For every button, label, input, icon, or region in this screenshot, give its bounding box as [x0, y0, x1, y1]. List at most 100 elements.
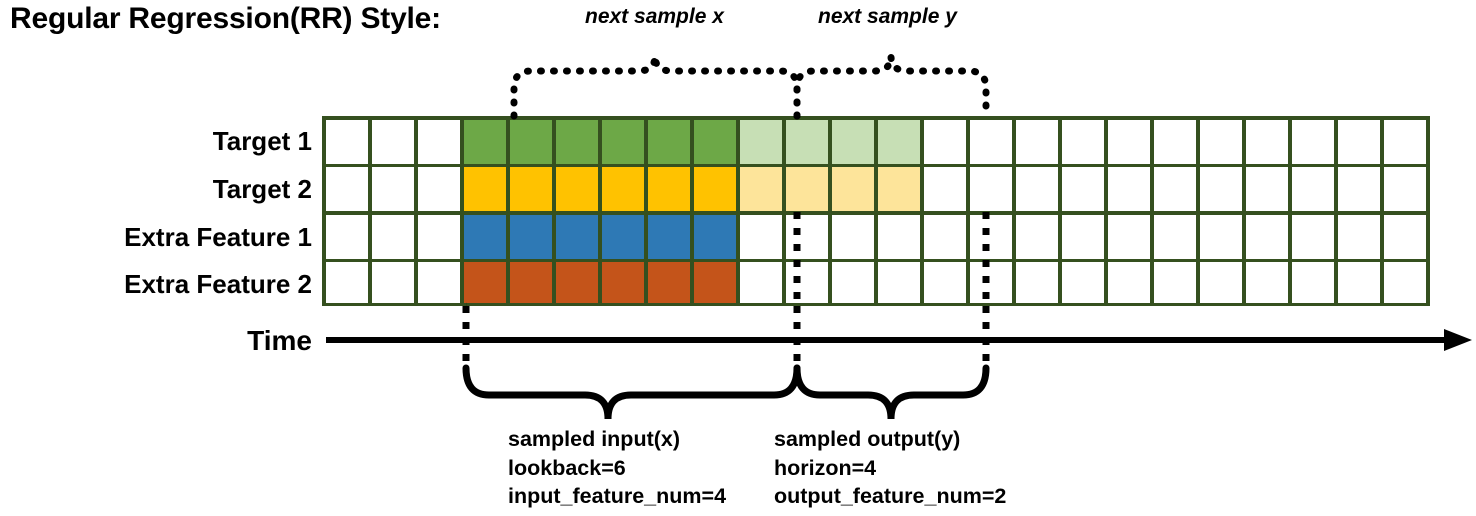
- grid-cell-r3-c24: [1383, 214, 1427, 259]
- grid-cell-r3-c15: [969, 214, 1013, 259]
- grid-cell-r2-c17: [1061, 167, 1105, 211]
- grid-cell-r3-c8: [647, 214, 691, 259]
- grid-row-extra-feature-2: [322, 259, 1430, 307]
- grid-cell-r3-c3: [417, 214, 461, 259]
- grid-cell-r3-c2: [371, 214, 415, 259]
- sampled-output-line-2: horizon=4: [774, 455, 877, 480]
- grid-cell-r4-c9: [693, 262, 737, 303]
- grid-cell-r3-c18: [1107, 214, 1151, 259]
- time-axis-arrow: [326, 327, 1472, 353]
- grid-cell-r4-c12: [831, 262, 875, 303]
- grid-cell-r2-c15: [969, 167, 1013, 211]
- grid-cell-r4-c16: [1015, 262, 1059, 303]
- grid-cell-r2-c5: [509, 167, 553, 211]
- grid-cell-r3-c4: [463, 214, 507, 259]
- grid-cell-r2-c3: [417, 167, 461, 211]
- grid-cell-r1-c7: [601, 119, 645, 164]
- grid-cell-r2-c10: [739, 167, 783, 211]
- grid-cell-r1-c17: [1061, 119, 1105, 164]
- grid-cell-r2-c2: [371, 167, 415, 211]
- grid-cell-r3-c17: [1061, 214, 1105, 259]
- grid-cell-r2-c22: [1291, 167, 1335, 211]
- grid-cell-r4-c20: [1199, 262, 1243, 303]
- grid-cell-r1-c23: [1337, 119, 1381, 164]
- row-label-extra-feature-2: Extra Feature 2: [124, 269, 312, 299]
- grid-cell-r2-c14: [923, 167, 967, 211]
- grid-cell-r3-c5: [509, 214, 553, 259]
- grid-cell-r2-c18: [1107, 167, 1151, 211]
- grid-cell-r2-c6: [555, 167, 599, 211]
- row-label-extra-feature-1: Extra Feature 1: [124, 222, 312, 252]
- grid-cell-r3-c10: [739, 214, 783, 259]
- grid-cell-r3-c21: [1245, 214, 1289, 259]
- grid-cell-r1-c12: [831, 119, 875, 164]
- grid-cell-r4-c1: [325, 262, 369, 303]
- grid-cell-r2-c7: [601, 167, 645, 211]
- grid-cell-r1-c11: [785, 119, 829, 164]
- grid-cell-r1-c15: [969, 119, 1013, 164]
- annotation-next-sample-y: next sample y: [818, 5, 957, 28]
- grid-cell-r2-c11: [785, 167, 829, 211]
- grid-cell-r2-c13: [877, 167, 921, 211]
- grid-row-target-1: [322, 116, 1430, 164]
- grid-cell-r3-c19: [1153, 214, 1197, 259]
- top-brace-next-sample-x: [510, 55, 801, 120]
- grid-cell-r1-c19: [1153, 119, 1197, 164]
- grid-cell-r1-c21: [1245, 119, 1289, 164]
- annotation-sampled-output: sampled output(y) horizon=4 output_featu…: [774, 425, 1006, 511]
- grid-cell-r3-c9: [693, 214, 737, 259]
- row-label-target-2: Target 2: [212, 174, 312, 204]
- grid-cell-r4-c6: [555, 262, 599, 303]
- grid-cell-r1-c10: [739, 119, 783, 164]
- grid-cell-r4-c24: [1383, 262, 1427, 303]
- grid-cell-r4-c8: [647, 262, 691, 303]
- sampled-input-line-1: sampled input(x): [508, 427, 681, 451]
- grid-cell-r2-c19: [1153, 167, 1197, 211]
- grid-cell-r4-c21: [1245, 262, 1289, 303]
- bottom-brace-sampled-output: [793, 364, 990, 420]
- grid-cell-r4-c23: [1337, 262, 1381, 303]
- grid-cell-r2-c20: [1199, 167, 1243, 211]
- grid-cell-r1-c24: [1383, 119, 1427, 164]
- grid-cell-r1-c8: [647, 119, 691, 164]
- grid-cell-r2-c21: [1245, 167, 1289, 211]
- grid-cell-r2-c9: [693, 167, 737, 211]
- bottom-brace-sampled-input: [462, 364, 801, 420]
- sampled-input-line-2: lookback=6: [508, 455, 626, 480]
- annotation-sampled-input: sampled input(x) lookback=6 input_featur…: [508, 425, 726, 511]
- grid-cell-r4-c22: [1291, 262, 1335, 303]
- time-axis-label: Time: [247, 325, 312, 356]
- grid-cell-r1-c1: [325, 119, 369, 164]
- grid-cell-r3-c6: [555, 214, 599, 259]
- grid-cell-r4-c18: [1107, 262, 1151, 303]
- grid-cell-r2-c8: [647, 167, 691, 211]
- grid-cell-r3-c7: [601, 214, 645, 259]
- grid-cell-r1-c20: [1199, 119, 1243, 164]
- grid-cell-r3-c1: [325, 214, 369, 259]
- grid-cell-r4-c13: [877, 262, 921, 303]
- grid-cell-r2-c4: [463, 167, 507, 211]
- row-label-target-1: Target 1: [212, 126, 312, 156]
- grid-cell-r1-c22: [1291, 119, 1335, 164]
- grid-cell-r4-c11: [785, 262, 829, 303]
- grid-cell-r1-c14: [923, 119, 967, 164]
- sampled-input-line-3: input_feature_num=4: [508, 484, 727, 509]
- grid-cell-r2-c24: [1383, 167, 1427, 211]
- grid-cell-r1-c6: [555, 119, 599, 164]
- grid-cell-r4-c5: [509, 262, 553, 303]
- grid-cell-r4-c19: [1153, 262, 1197, 303]
- grid-cell-r4-c14: [923, 262, 967, 303]
- grid-cell-r1-c16: [1015, 119, 1059, 164]
- timeseries-grid: [322, 116, 1430, 306]
- grid-cell-r3-c13: [877, 214, 921, 259]
- grid-cell-r3-c11: [785, 214, 829, 259]
- grid-cell-r2-c23: [1337, 167, 1381, 211]
- grid-cell-r2-c16: [1015, 167, 1059, 211]
- grid-cell-r1-c18: [1107, 119, 1151, 164]
- grid-cell-r4-c4: [463, 262, 507, 303]
- grid-cell-r3-c22: [1291, 214, 1335, 259]
- grid-cell-r3-c16: [1015, 214, 1059, 259]
- grid-cell-r1-c5: [509, 119, 553, 164]
- grid-cell-r2-c1: [325, 167, 369, 211]
